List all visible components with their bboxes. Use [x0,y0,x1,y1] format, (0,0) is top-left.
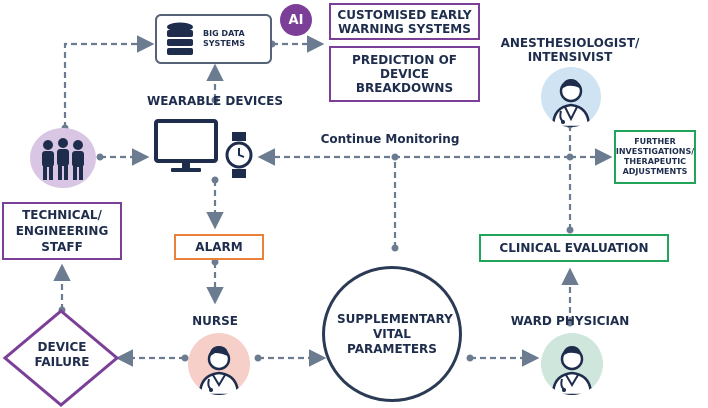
alarm-label: ALARM [195,240,243,254]
anesthesiologist-avatar [541,67,601,127]
supplementary-circle: SUPPLEMENTARY VITAL PARAMETERS [322,266,462,402]
prediction-label: PREDICTION OF DEVICE BREAKDOWNS [352,53,457,95]
technical-staff-label: TECHNICAL/ ENGINEERING STAFF [15,208,109,254]
clinical-evaluation-box: CLINICAL EVALUATION [479,234,669,262]
further-investigations-label: FURTHER INVESTIGATIONS/ THERAPEUTIC ADJU… [615,137,695,176]
early-warning-box: CUSTOMISED EARLY WARNING SYSTEMS [329,3,480,40]
ward-physician-label: WARD PHYSICIAN [510,314,630,328]
arrow-staff-to-bigdata [63,35,155,128]
database-icon [167,22,193,55]
nurse-avatar [188,333,250,395]
wearable-devices-label: WEARABLE DEVICES [147,94,283,108]
clinical-evaluation-label: CLINICAL EVALUATION [499,241,649,255]
continue-monitoring-label: Continue Monitoring [320,132,460,146]
supplementary-label: SUPPLEMENTARY VITAL PARAMETERS [337,311,453,356]
technical-staff-avatar [30,128,96,188]
watch-icon [225,132,253,178]
anesthesiologist-label: ANESTHESIOLOGIST/ INTENSIVIST [500,36,640,64]
ai-badge: AI [280,4,312,36]
alarm-box: ALARM [174,234,264,260]
further-investigations-box: FURTHER INVESTIGATIONS/ THERAPEUTIC ADJU… [614,130,696,184]
monitor-icon [154,119,218,172]
big-data-box: BIG DATA SYSTEMS [155,14,272,64]
nurse-icon [198,346,240,395]
big-data-label: BIG DATA SYSTEMS [203,29,245,48]
doctor-icon [551,346,593,395]
nurse-label: NURSE [192,314,238,328]
early-warning-label: CUSTOMISED EARLY WARNING SYSTEMS [337,7,472,36]
prediction-box: PREDICTION OF DEVICE BREAKDOWNS [329,46,480,102]
ward-physician-avatar [541,333,603,395]
technical-staff-box: TECHNICAL/ ENGINEERING STAFF [2,202,122,260]
ai-badge-label: AI [288,12,304,28]
doctor-icon [551,79,591,127]
device-failure-label: DEVICE FAILURE [34,340,90,369]
staff-group-icon [42,138,84,180]
